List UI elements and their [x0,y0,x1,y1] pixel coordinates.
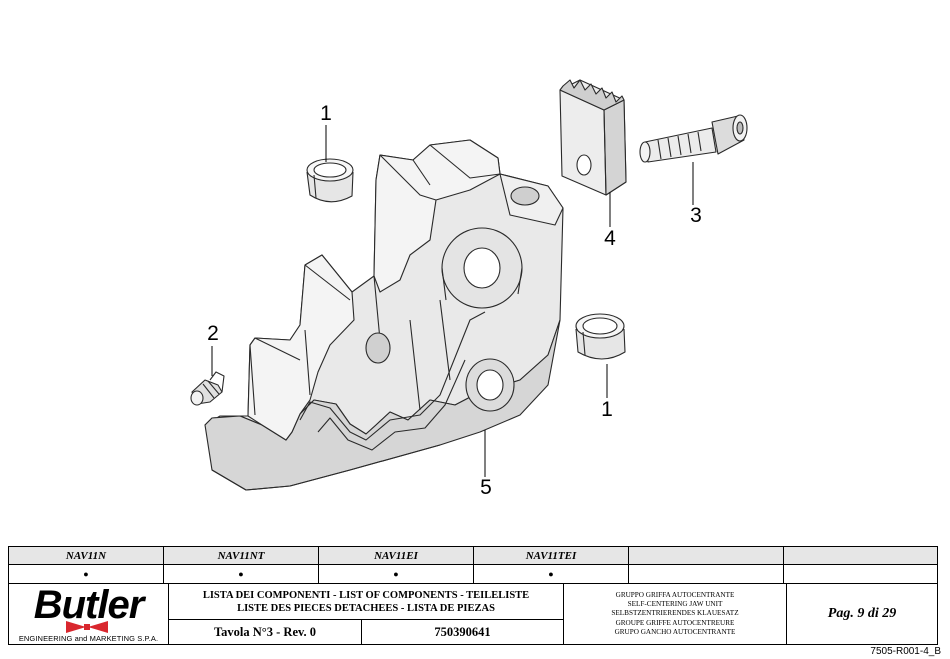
page-number: Pag. 9 di 29 [787,584,937,644]
callout-number: 4 [604,227,616,250]
group-name: GRUPPO GRIFFA AUTOCENTRANTE [615,590,735,599]
variant-mark: ● [238,569,244,579]
jaw-body-part [204,139,564,491]
variant-header: NAV11EI [319,547,474,565]
document-reference: 7505-R001-4_B [870,646,941,657]
bushing-part-lower [575,313,626,360]
variant-code: NAV11NT [217,549,265,562]
table-label-text: Tavola N°3 - Rev. 0 [213,624,317,639]
variant-header: NAV11NT [164,547,319,565]
variant-mark: ● [83,569,89,579]
leader-lines [211,125,694,477]
brand-wordmark: Butler [33,584,145,627]
variant-mark-cell [784,565,937,584]
variant-code: NAV11N [65,549,107,562]
group-name: GROUPE GRIFFE AUTOCENTREURE [615,618,735,627]
table-label: Tavola N°3 - Rev. 0 [169,620,362,644]
variant-mark: ● [393,569,399,579]
grease-nipple-part [190,371,225,406]
group-names: GRUPPO GRIFFA AUTOCENTRANTE SELF-CENTERI… [564,584,787,644]
callout-number: 2 [207,322,219,345]
callout-number: 1 [320,102,332,125]
variant-mark-cell: ● [319,565,474,584]
brand-logo: Butler ENGINEERING and MARKETING S.P.A. [9,584,169,644]
callout-number: 3 [690,204,702,227]
variant-header-empty [784,547,937,565]
variant-mark-cell: ● [9,565,164,584]
components-title-line: LISTE DES PIECES DETACHEES - LISTA DE PI… [237,602,495,614]
bushing-part-upper [306,158,354,203]
variant-mark-cell: ● [474,565,629,584]
variant-mark: ● [548,569,554,579]
components-title: LISTA DEI COMPONENTI - LIST OF COMPONENT… [169,584,564,620]
brand-tagline: ENGINEERING and MARKETING S.P.A. [18,633,159,643]
jaw-insert-part [559,79,627,196]
title-block: NAV11N NAV11NT NAV11EI NAV11TEI ● ● ● ● … [8,546,938,645]
variant-header-empty [629,547,784,565]
cap-screw-part [639,114,748,163]
components-title-line: LISTA DEI COMPONENTI - LIST OF COMPONENT… [202,589,530,601]
page-number-text: Pag. 9 di 29 [827,606,897,621]
variant-code: NAV11EI [374,549,418,562]
table-code: 750390641 [362,620,564,644]
table-code-text: 750390641 [434,624,491,639]
bowtie-icon [65,620,108,633]
variant-mark-cell [629,565,784,584]
callout-number: 1 [601,398,613,421]
variant-mark-cell: ● [164,565,319,584]
exploded-parts-drawing: 1 2 3 4 1 5 [190,79,748,499]
variant-header: NAV11TEI [474,547,629,565]
group-name: GRUPO GANCHO AUTOCENTRANTE [614,627,736,636]
callout-number: 5 [480,476,492,499]
group-name: SELF-CENTERING JAW UNIT [627,600,723,609]
variant-code: NAV11TEI [525,549,577,562]
variant-header: NAV11N [9,547,164,565]
group-name: SELBSTZENTRIERENDES KLAUESATZ [611,609,739,618]
